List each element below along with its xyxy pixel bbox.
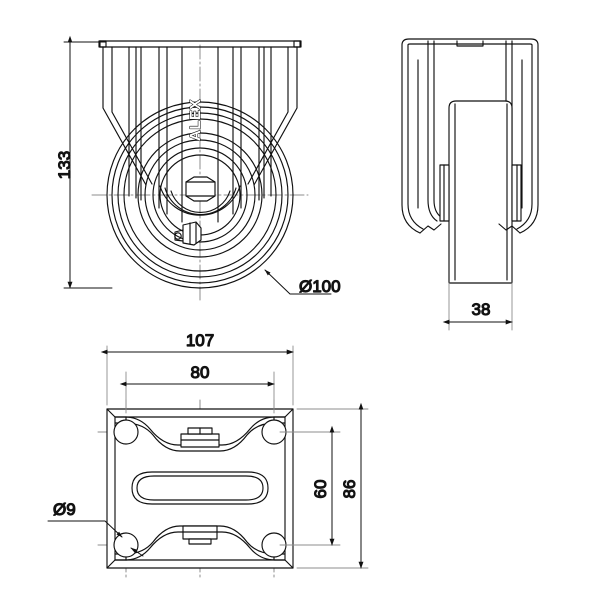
brand-logo: ALEX bbox=[187, 99, 204, 141]
bolt-hole-top-left bbox=[113, 419, 139, 445]
side-top-plate-notch bbox=[456, 40, 484, 47]
front-wheel bbox=[106, 101, 294, 289]
dimension-label-bolt-hole-diameter: Ø9 bbox=[53, 500, 76, 519]
bottom-bolt-holes bbox=[113, 419, 287, 558]
dimension-label-bolt-spacing-width: 80 bbox=[191, 363, 210, 382]
bottom-view: 107 80 86 60 Ø9 bbox=[47, 330, 369, 579]
dimension-label-plate-height: 86 bbox=[340, 480, 359, 499]
front-fork-body bbox=[102, 46, 298, 186]
dimension-label-plate-width: 107 bbox=[186, 331, 214, 350]
front-hub-arcs bbox=[159, 185, 241, 216]
side-view: 38 bbox=[401, 38, 539, 331]
dimension-label-bolt-spacing-height: 60 bbox=[311, 480, 330, 499]
side-hub-bands bbox=[439, 164, 522, 222]
bottom-plate-outline bbox=[106, 408, 294, 569]
side-bracket-shell bbox=[401, 38, 539, 234]
dimension-label-overall-height: 133 bbox=[55, 151, 74, 179]
bottom-hex-nut-bottom bbox=[182, 525, 218, 545]
leader-wheel-diameter bbox=[264, 269, 332, 295]
leader-bolt-hole-diameter bbox=[47, 520, 144, 557]
front-view-centerlines bbox=[91, 44, 309, 301]
side-wheel-body bbox=[448, 100, 513, 284]
dimension-label-wheel-diameter: Ø100 bbox=[299, 277, 341, 296]
front-view: 133 Ø100 ALEX bbox=[54, 35, 341, 301]
front-axle-hex-nut bbox=[185, 176, 216, 202]
side-fork-tips bbox=[419, 223, 521, 234]
dimension-label-wheel-width: 38 bbox=[472, 300, 491, 319]
bolt-hole-bottom-left bbox=[113, 532, 139, 558]
bottom-hex-nut-top bbox=[180, 427, 220, 448]
bottom-wheel-slot bbox=[131, 471, 269, 505]
dimension-overall-height bbox=[63, 35, 113, 289]
front-grease-nipple bbox=[174, 221, 202, 246]
